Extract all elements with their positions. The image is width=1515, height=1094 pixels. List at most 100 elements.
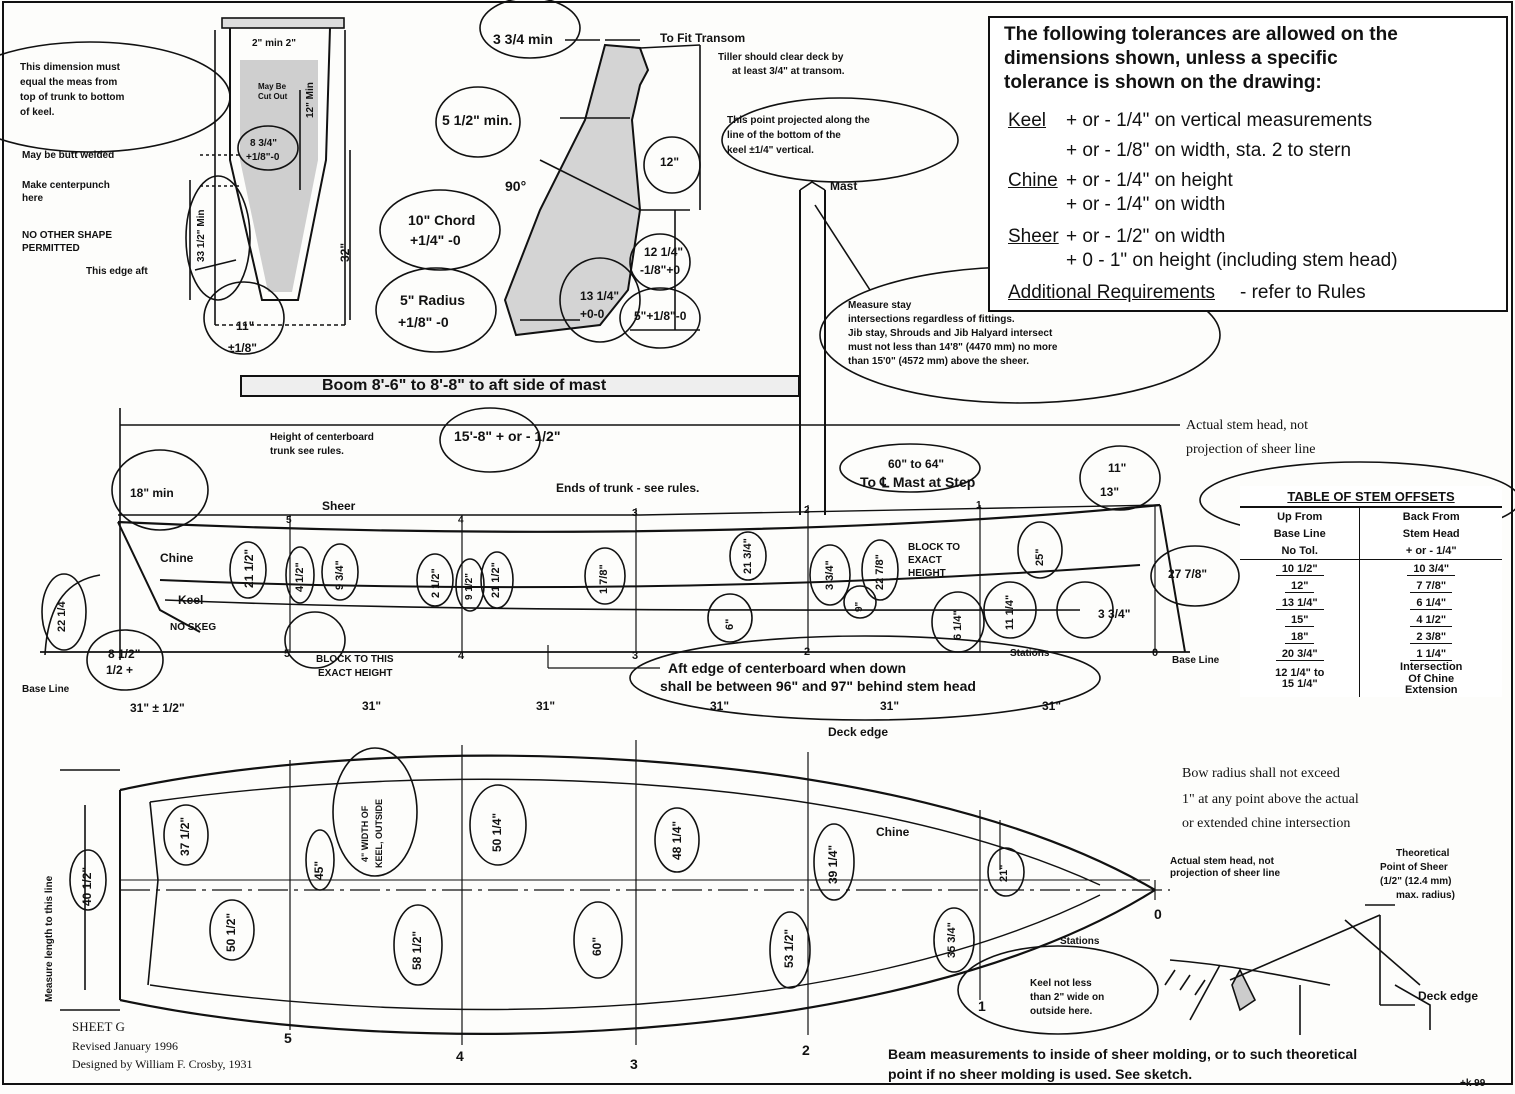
revised-label: Revised January 1996: [72, 1039, 178, 1053]
stem-table-back: 4 1/2": [1410, 613, 1453, 627]
stem-dim-3-34: 3 3/4": [1098, 607, 1131, 621]
rudder-dim-5-18: 5"+1/8"-0: [634, 309, 687, 323]
stem-table-col2-h2: Stem Head: [1359, 525, 1502, 542]
profile-dim-13: 11 1/4": [1004, 594, 1016, 630]
profile-dim-6: 21 1/2": [490, 562, 502, 598]
tolerance-additional-text: - refer to Rules: [1240, 282, 1366, 303]
station-spacing-1: 31" ± 1/2": [130, 701, 185, 715]
stations-arrow-plan: Stations: [1060, 936, 1100, 947]
rudder-dim-13-25-tol: +0-0: [580, 307, 605, 321]
centerpunch-note-1: Make centerpunch: [22, 180, 110, 191]
profile-station-0: 0: [1152, 647, 1159, 659]
trunk-height-note-2: trunk see rules.: [270, 446, 344, 457]
edge-aft-note: This edge aft: [86, 266, 148, 277]
stem-table-row: 20 3/4" 1 1/4": [1240, 645, 1502, 662]
stem-table-col1-h2: Base Line: [1273, 527, 1326, 540]
rudder-dim-12: 12": [660, 155, 680, 169]
tiller-note-1: Tiller should clear deck by: [718, 52, 844, 63]
chine-label-plan: Chine: [876, 825, 910, 839]
profile-dim-14: 6": [724, 618, 736, 630]
rudder-radius: 5" Radius: [400, 292, 465, 308]
stem-table-back: 1 1/4": [1410, 647, 1453, 661]
stem-dim-13: 13": [1100, 485, 1120, 499]
stem-table-col1-h1: Up From: [1277, 510, 1323, 523]
plan-station-5: 5: [284, 1030, 292, 1046]
tolerance-sheer-2: + 0 - 1" on height (including stem head): [1066, 250, 1398, 271]
plan-dim-lower-5: 35 3/4": [946, 922, 958, 958]
profile-station-1: 1: [976, 500, 982, 511]
theoretical-point-1: Theoretical: [1396, 848, 1450, 859]
boom-length-note: Boom 8'-6" to 8'-8" to aft side of mast: [322, 377, 607, 394]
stem-table-last-right-3: Extension: [1404, 684, 1458, 697]
plan-station-1: 1: [978, 998, 986, 1014]
stem-dim-8-5: 8 1/2": [108, 647, 141, 661]
stem-table-up: 13 1/4": [1275, 596, 1324, 610]
trunk-dimension-note-1: This dimension must: [20, 62, 121, 73]
corner-mark: +k 99: [1460, 1078, 1486, 1089]
tolerance-keel-2: + or - 1/8" on width, sta. 2 to stern: [1066, 140, 1352, 161]
trunk-dim-2min: 2" min 2": [252, 38, 296, 49]
hull-plan-drawing: [60, 740, 1170, 1045]
keel-note-3: outside here.: [1030, 1006, 1093, 1017]
rudder-dim-5-5: 5 1/2" min.: [442, 112, 513, 128]
profile-dim-2: 4 1/2": [294, 562, 306, 592]
plan-dim-lower-3: 60": [590, 936, 604, 956]
tolerance-additional-label: Additional Requirements: [1008, 282, 1216, 303]
keel-note-1: Keel not less: [1030, 978, 1092, 989]
trunk-dim-11: 11": [236, 319, 255, 333]
aft-edge-note-2: shall be between 96" and 97" behind stem…: [660, 678, 976, 694]
plan-station-3: 3: [630, 1056, 638, 1072]
station-spacing-3: 31": [536, 699, 556, 713]
stem-dim-22-25: 22 1/4: [56, 601, 68, 632]
tolerance-chine-label: Chine: [1008, 170, 1058, 191]
stay-note-3: Jib stay, Shrouds and Jib Halyard inters…: [848, 328, 1053, 339]
tolerance-chine-1: + or - 1/4" on height: [1066, 170, 1233, 191]
stem-table-row: 10 1/2"10 3/4": [1240, 559, 1502, 577]
stem-table-up: 10 1/2": [1275, 562, 1324, 576]
stem-table-up: 20 3/4": [1275, 647, 1324, 661]
trunk-boss-tol: +1/8"-0: [246, 152, 280, 163]
no-skeg-note: NO SKEG: [170, 622, 217, 633]
min-18-dim: 18" min: [130, 486, 174, 500]
rudder-dim-12-25-tol: -1/8"+0: [640, 263, 681, 277]
measure-length-note: Measure length to this line: [44, 875, 55, 1002]
profile-station-4-base: 4: [458, 650, 465, 662]
station-spacing-2: 31": [362, 699, 382, 713]
tolerance-chine-2: + or - 1/4" on width: [1066, 194, 1226, 215]
profile-station-2-base: 2: [804, 646, 811, 658]
theoretical-point-4: max. radius): [1396, 890, 1455, 901]
stem-table-last-left-2: 15 1/4": [1281, 678, 1318, 691]
stem-table-title: TABLE OF STEM OFFSETS: [1240, 486, 1502, 508]
base-line-label-right: Base Line: [1172, 655, 1220, 666]
keel-note-2: than 2" wide on: [1030, 992, 1105, 1003]
profile-dim-4: 2 1/2": [430, 568, 442, 598]
stem-head-note-1: Actual stem head, not: [1186, 418, 1309, 433]
trunk-dim-32: 32": [338, 242, 352, 262]
mast-label: Mast: [830, 179, 858, 193]
rudder-dim-13-25: 13 1/4": [580, 289, 620, 303]
stay-note-1: Measure stay: [848, 300, 912, 311]
bow-note-2: 1" at any point above the actual: [1182, 792, 1359, 807]
stem-dim-8-5-b: 1/2 +: [106, 663, 134, 677]
rudder-dim-3-75: 3 3/4 min: [493, 31, 553, 47]
trunk-height-note-1: Height of centerboard: [270, 432, 374, 443]
stem-table-back: 2 3/8": [1410, 630, 1453, 644]
stem-table-back: 6 1/4": [1410, 596, 1453, 610]
chine-label-profile: Chine: [160, 551, 194, 565]
bow-note-1: Bow radius shall not exceed: [1182, 766, 1340, 781]
profile-station-4: 4: [458, 515, 464, 526]
rudder-dim-12-25: 12 1/4": [644, 245, 684, 259]
profile-dim-12: 9": [854, 601, 865, 612]
station-spacing-6: 31": [1042, 699, 1062, 713]
tolerance-intro-3: tolerance is shown on the drawing:: [1004, 72, 1322, 93]
tolerance-box: The following tolerances are allowed on …: [988, 16, 1508, 312]
plan-dim-upper-5: 48 1/4": [670, 820, 684, 860]
profile-dim-15: 6 1/4": [952, 610, 964, 640]
profile-station-5: 5: [286, 515, 292, 526]
profile-station-5-base: 5: [284, 648, 291, 660]
rudder-drawing: [375, 0, 959, 353]
projected-note-3: keel ±1/4" vertical.: [727, 145, 814, 156]
